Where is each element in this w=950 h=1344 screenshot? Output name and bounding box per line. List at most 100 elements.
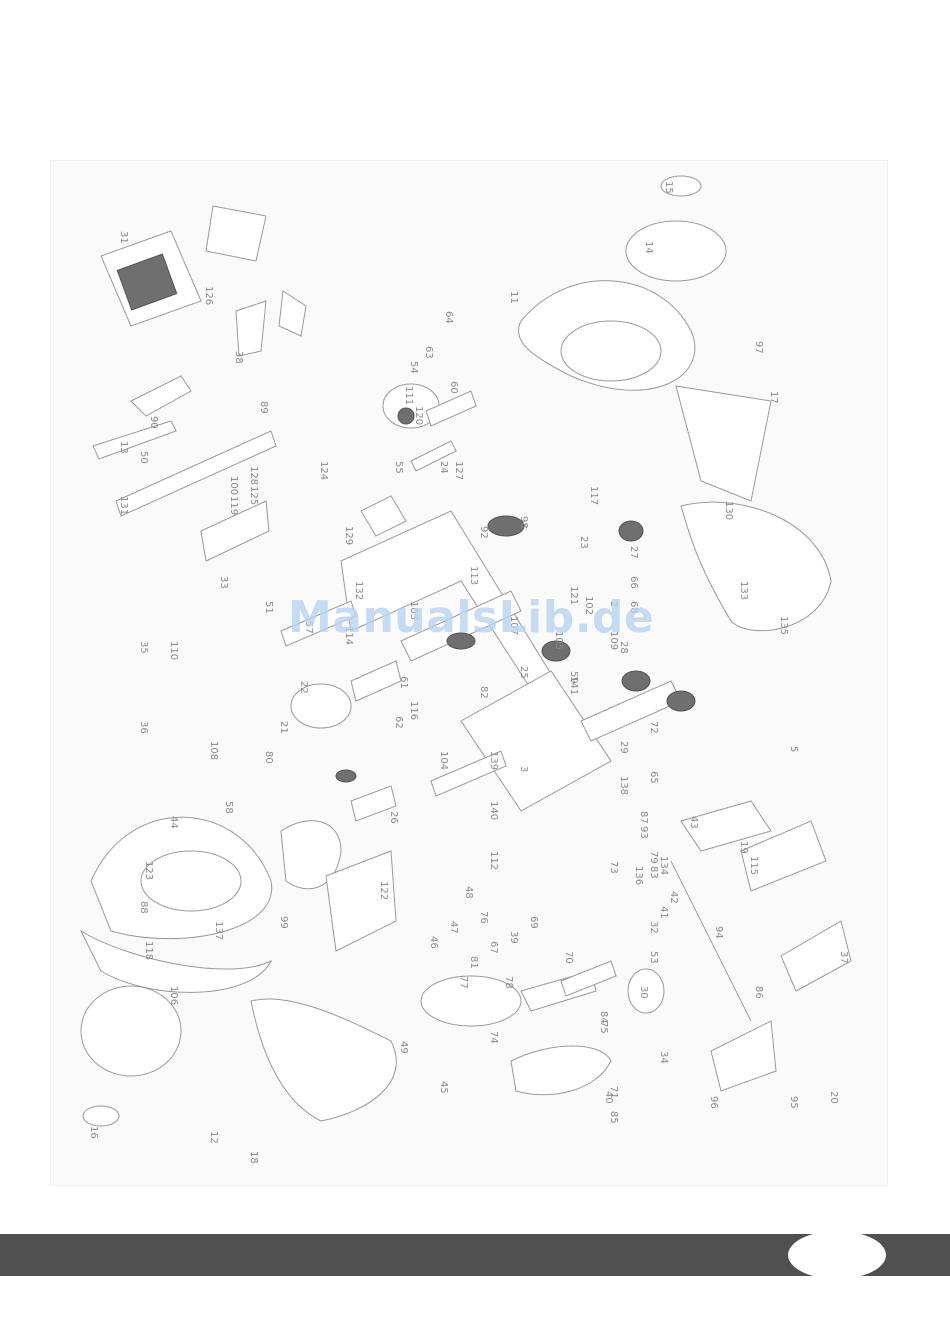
part-number-label: 3 [518, 766, 529, 772]
part-number-label: 12 [208, 1131, 219, 1144]
part-number-label: 29 [618, 741, 629, 754]
part-number-label: 80 [263, 751, 274, 764]
part-number-label: 109 [608, 631, 619, 650]
part-number-label: 62 [393, 716, 404, 729]
part-number-label: 88 [138, 901, 149, 914]
part-number-label: 51 [263, 601, 274, 614]
part-number-label: 18 [248, 1151, 259, 1164]
part-number-label: 89 [258, 401, 269, 414]
part-number-label: 34 [658, 1051, 669, 1064]
part-number-label: 13 [118, 441, 129, 454]
exploded-diagram-drawing: 1235111213141516171819202122232425262728… [79, 175, 852, 1164]
part-number-label: 64 [443, 311, 454, 324]
part-number-label: 114 [343, 626, 354, 645]
part-number-label: 130 [723, 501, 734, 520]
part-number-label: 108 [208, 741, 219, 760]
part-number-label: 69 [528, 916, 539, 929]
part-number-label: 85 [608, 1111, 619, 1124]
part-number-label: 127 [453, 461, 464, 480]
part-number-label: 1 [568, 676, 579, 682]
part-number-label: 37 [838, 951, 849, 964]
part-number-label: 28 [618, 641, 629, 654]
part-number-label: 94 [713, 926, 724, 939]
part-number-label: 73 [608, 861, 619, 874]
part-number-label: 68 [628, 601, 639, 614]
watermark: ManualsLib.de [288, 592, 655, 643]
part-number-label: 76 [478, 911, 489, 924]
part-number-label: 100 [228, 476, 239, 495]
part-number-label: 119 [228, 496, 239, 515]
part-number-label: 141 [568, 676, 579, 695]
part-number-label: 24 [438, 461, 449, 474]
part-number-label: 136 [633, 866, 644, 885]
part-number-label: 27 [628, 546, 639, 559]
part-number-label: 118 [143, 941, 154, 960]
part-number-label: 77 [458, 976, 469, 989]
part-number-label: 39 [508, 931, 519, 944]
part-number-label: 99 [278, 916, 289, 929]
part-number-label: 26 [388, 811, 399, 824]
part-number-label: 87 [638, 811, 649, 824]
part-number-label: 42 [668, 891, 679, 904]
part-number-label: 117 [588, 486, 599, 505]
part-number-label: 112 [488, 851, 499, 870]
part-number-label: 84 [598, 1011, 609, 1024]
part-number-label: 125 [248, 486, 259, 505]
part-number-label: 20 [828, 1091, 839, 1104]
part-number-label: 65 [648, 771, 659, 784]
part-number-label: 78 [503, 976, 514, 989]
part-number-label: 59 [568, 671, 579, 684]
part-number-label: 126 [203, 286, 214, 305]
part-number-label: 104 [438, 751, 449, 770]
part-number-label: 79 [648, 851, 659, 864]
part-number-label: 19 [738, 841, 749, 854]
part-number-label: 61 [398, 676, 409, 689]
part-number-label: 66 [628, 576, 639, 589]
part-number-label: 131 [118, 496, 129, 515]
upper-handlebar [92, 375, 277, 562]
part-number-label: 63 [423, 346, 434, 359]
part-number-label: 102 [583, 596, 594, 615]
part-number-label: 15 [663, 181, 674, 194]
part-number-label: 43 [688, 816, 699, 829]
part-number-label: 111 [403, 386, 414, 405]
part-number-label: 5 [788, 746, 799, 752]
page-number-badge [788, 1231, 886, 1279]
part-number-label: 123 [143, 861, 154, 880]
part-number-label: 74 [488, 1031, 499, 1044]
part-number-label: 25 [518, 666, 529, 679]
part-number-label: 23 [578, 536, 589, 549]
part-number-label: 45 [438, 1081, 449, 1094]
part-number-label: 134 [658, 856, 669, 875]
part-number-label: 90 [148, 416, 159, 429]
part-number-label: 129 [343, 526, 354, 545]
part-number-label: 46 [428, 936, 439, 949]
part-number-label: 53 [648, 951, 659, 964]
part-number-label: 48 [463, 886, 474, 899]
part-number-label: 116 [408, 701, 419, 720]
flywheel-cover-right [518, 175, 832, 632]
part-number-label: 16 [88, 1126, 99, 1139]
part-number-label: 103 [408, 601, 419, 620]
part-number-label: 36 [138, 721, 149, 734]
part-number-label: 17 [768, 391, 779, 404]
part-number-label: 70 [563, 951, 574, 964]
part-number-label: 14 [643, 241, 654, 254]
part-number-label: 98 [518, 516, 529, 529]
part-number-label: 83 [648, 866, 659, 879]
part-number-label: 106 [168, 986, 179, 1005]
part-number-label: 132 [353, 581, 364, 600]
part-number-label: 30 [638, 986, 649, 999]
part-number-label: 93 [638, 826, 649, 839]
part-number-label: 122 [378, 881, 389, 900]
part-number-label: 138 [618, 776, 629, 795]
part-number-label: 140 [488, 801, 499, 820]
part-number-label: 86 [753, 986, 764, 999]
part-number-label: 81 [468, 956, 479, 969]
part-number-label: 22 [298, 681, 309, 694]
left-cover-assembly [79, 816, 397, 1127]
main-frame [340, 383, 612, 812]
part-number-label: 31 [118, 231, 129, 244]
part-number-label: 67 [488, 941, 499, 954]
